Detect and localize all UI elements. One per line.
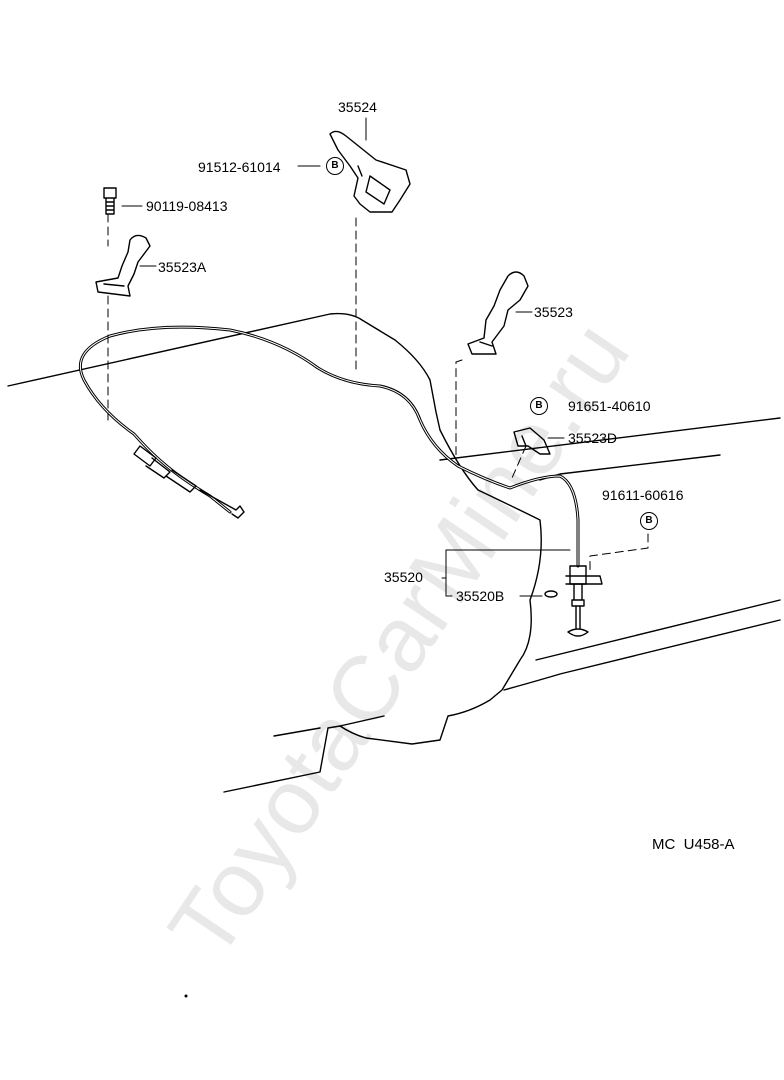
floor-line [535,599,781,661]
cable-end-fitting [133,445,197,493]
handle-bezel [565,575,603,585]
sill-line [223,715,385,793]
label-90119-08413: 90119-08413 [146,198,228,214]
label-35523A: 35523A [158,259,207,275]
clip-35520B [544,590,558,598]
label-35523: 35523 [534,304,573,320]
label-35524: 35524 [338,99,377,115]
figure-code: MC U458-A [652,836,735,853]
label-35523D: 35523D [568,430,618,446]
label-91611-60616: 91611-60616 [602,487,684,503]
dash-91611 [589,533,649,575]
leader-35520 [441,549,571,597]
bolt-symbol-b-91651: B [530,397,548,415]
engine-block-outline [339,429,542,745]
dash-35523D [511,445,527,479]
bracket-35523 [467,271,529,355]
release-cable-inner [79,326,579,567]
bolt-91512 [357,165,363,177]
release-cable [78,325,580,568]
body-outline-top [7,312,441,431]
bolt-symbol-b-91611: B [640,512,658,530]
label-35520B: 35520B [456,588,505,604]
body-outline-right [439,417,781,461]
clip-35523D [513,427,551,455]
label-91512-61014: 91512-61014 [198,159,281,175]
bolt-symbol-b-91512: B [326,157,344,175]
bolt-90119 [103,187,117,215]
bracket-35524 [329,130,411,213]
floor-line-lower [503,619,781,691]
sill-short [273,727,321,737]
rear-edge [539,454,721,481]
dash-35523 [455,359,463,461]
stray-dot [184,994,188,998]
cable-end-hook [199,489,245,519]
bracket-35523A [95,234,151,297]
label-35520: 35520 [384,569,423,585]
label-91651-40610: 91651-40610 [568,398,651,414]
